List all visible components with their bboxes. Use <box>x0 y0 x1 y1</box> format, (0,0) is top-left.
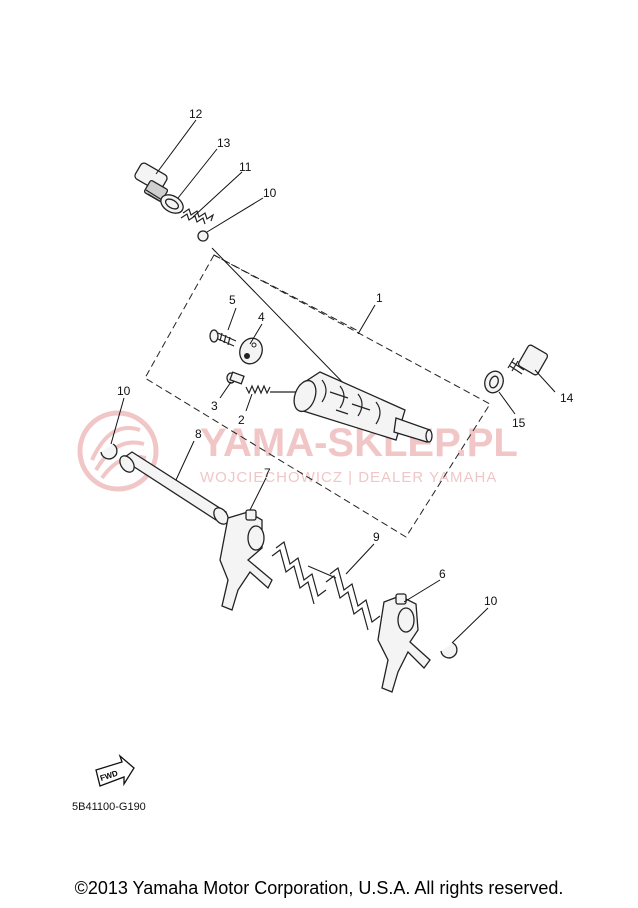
assembly-guide-line <box>213 254 361 333</box>
callout-6: 6 <box>439 567 446 581</box>
dowel-pin <box>226 371 245 385</box>
callout-3: 3 <box>211 399 218 413</box>
drain-plug <box>507 344 549 376</box>
callout-5: 5 <box>229 293 236 307</box>
shift-fork-right <box>377 593 431 693</box>
callout-11: 10 <box>263 186 277 200</box>
washer <box>484 370 504 394</box>
detent-ball <box>197 230 209 242</box>
watermark-logo <box>77 410 159 492</box>
leader-lines <box>110 119 556 644</box>
assembly-outline <box>144 254 491 538</box>
callout-7: 7 <box>264 466 271 480</box>
segment-plate <box>239 337 263 365</box>
callout-10-left: 10 <box>117 384 131 398</box>
parts-diagram: YAMA-SKLEP.PL WOJCIECHOWICZ | DEALER YAM… <box>72 107 574 813</box>
callout-14: 13 <box>217 136 231 150</box>
copyright-notice: ©2013 Yamaha Motor Corporation, U.S.A. A… <box>74 878 564 898</box>
watermark-sub-text: WOJCIECHOWICZ | DEALER YAMAHA <box>200 469 497 486</box>
plug-bolt <box>134 162 169 204</box>
detent-spring <box>180 208 215 225</box>
callout-15: 14 <box>560 391 574 405</box>
shift-fork-shaft <box>119 451 229 525</box>
callout-numbers: 12 13 11 10 1 5 4 3 2 10 8 7 9 6 10 14 1… <box>117 107 574 608</box>
shift-fork-left <box>219 509 273 611</box>
callout-1: 1 <box>376 291 383 305</box>
callout-10-right: 10 <box>484 594 498 608</box>
circlip-right <box>440 642 458 659</box>
shift-drum <box>270 371 433 443</box>
circlip-left <box>100 443 118 460</box>
callout-12: 11 <box>239 160 252 174</box>
callout-13: 12 <box>189 107 203 121</box>
callout-16: 15 <box>512 416 526 430</box>
small-spring <box>245 384 271 395</box>
callout-9: 9 <box>373 530 380 544</box>
callout-2: 2 <box>238 413 245 427</box>
pin-leader-line <box>211 247 353 393</box>
diagram-code: 5B41100-G190 <box>72 801 146 813</box>
forward-arrow-icon: FWD <box>95 753 135 787</box>
watermark: YAMA-SKLEP.PL WOJCIECHOWICZ | DEALER YAM… <box>77 410 518 492</box>
fork-springs <box>271 540 381 631</box>
screw <box>209 329 237 347</box>
gasket <box>160 194 184 214</box>
callout-8: 8 <box>195 427 202 441</box>
callout-4: 4 <box>258 310 265 324</box>
